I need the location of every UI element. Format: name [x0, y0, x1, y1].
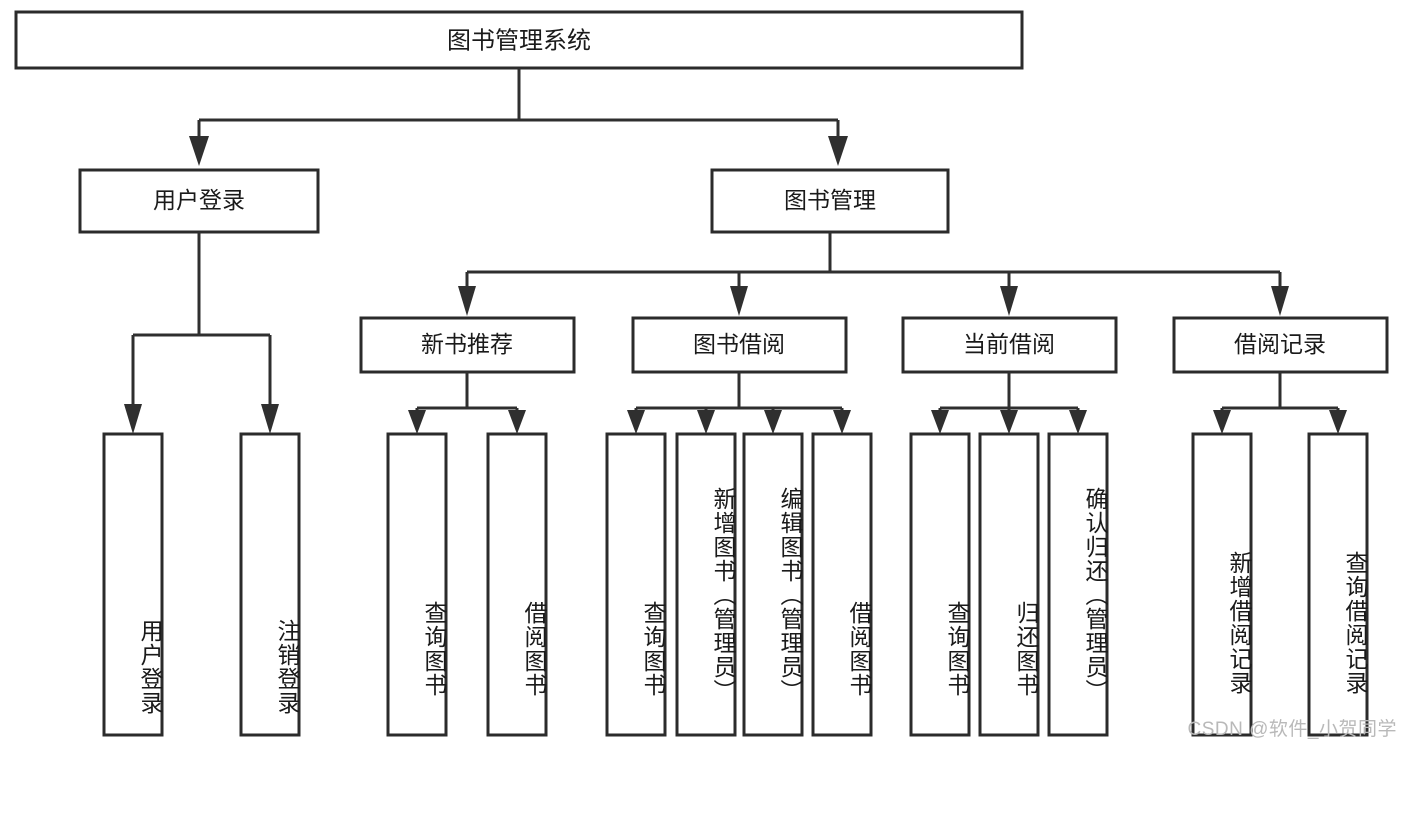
node-user-login-label: 用户登录 [153, 187, 245, 213]
node-current-borrow-box[interactable] [901, 316, 1118, 374]
leaf-box-query-book-2[interactable] [605, 432, 667, 737]
leaf-box-borrow-book-2[interactable] [811, 432, 873, 737]
node-borrow-record-label: 借阅记录 [1234, 331, 1326, 357]
arrow-head-leaf-borrow-book-1 [508, 410, 526, 434]
leaf-box-borrow-book-1[interactable] [486, 432, 548, 737]
node-root[interactable]: 图书管理系统 [14, 10, 1024, 70]
leaf-box-query-book-3[interactable] [909, 432, 971, 737]
leaf-box-edit-book[interactable] [742, 432, 804, 737]
arrow-head-leaf-query-book-3 [931, 410, 949, 434]
node-borrow-record-box[interactable] [1172, 316, 1389, 374]
leaf-box-confirm-return[interactable] [1047, 432, 1109, 737]
leaf-box-user-login[interactable] [102, 432, 164, 737]
node-user-login[interactable]: 用户登录 [78, 168, 320, 234]
node-book-borrow[interactable]: 图书借阅 [631, 316, 848, 374]
arrow-head-to-borrow-record [1271, 286, 1289, 316]
node-current-borrow[interactable]: 当前借阅 [901, 316, 1118, 374]
arrow-head-leaf-edit-book [764, 410, 782, 434]
arrow-head-to-user-login [189, 136, 209, 166]
leaf-box-add-borrow-record[interactable] [1191, 432, 1253, 737]
arrow-head-to-book-borrow [730, 286, 748, 316]
node-root-label: 图书管理系统 [447, 27, 591, 54]
node-new-book-recommend-label: 新书推荐 [421, 331, 513, 357]
diagram-canvas-root: 图书管理系统 用户登录 图书管理 [14, 10, 1397, 740]
node-new-book-recommend-box[interactable] [359, 316, 576, 374]
connector-new-book-recommend-to-leaves [408, 372, 526, 434]
leaf-box-add-book[interactable] [675, 432, 737, 737]
node-new-book-recommend[interactable]: 新书推荐 [359, 316, 576, 374]
node-book-manage-label: 图书管理 [784, 187, 876, 213]
node-book-manage-box[interactable] [710, 168, 950, 234]
node-root-box[interactable] [14, 10, 1024, 70]
arrow-head-leaf-add-book [697, 410, 715, 434]
connector-book-manage-to-level2 [458, 232, 1289, 316]
arrow-head-to-book-manage [828, 136, 848, 166]
node-book-borrow-label: 图书借阅 [693, 331, 785, 357]
leaf-box-user-logout[interactable] [239, 432, 301, 737]
arrow-head-leaf-add-borrow-record [1213, 410, 1231, 434]
leaf-box-query-book-1[interactable] [386, 432, 448, 737]
node-book-manage[interactable]: 图书管理 [710, 168, 950, 234]
arrow-head-leaf-borrow-book-2 [833, 410, 851, 434]
arrow-head-to-new-book-recommend [458, 286, 476, 316]
arrow-head-leaf-query-borrow-record [1329, 410, 1347, 434]
arrow-head-leaf-user-login [124, 404, 142, 434]
leaf-box-return-book[interactable] [978, 432, 1040, 737]
arrow-head-leaf-user-logout [261, 404, 279, 434]
arrow-head-leaf-return-book [1000, 410, 1018, 434]
node-borrow-record[interactable]: 借阅记录 [1172, 316, 1389, 374]
connector-user-login-to-leaves [124, 232, 279, 434]
arrow-head-leaf-query-book-2 [627, 410, 645, 434]
connector-borrow-record-to-leaves [1213, 372, 1347, 434]
csdn-watermark: CSDN @软件_小贺同学 [1187, 719, 1397, 740]
node-book-borrow-box[interactable] [631, 316, 848, 374]
connector-book-borrow-to-leaves [627, 372, 851, 434]
connector-root-to-level1 [189, 68, 848, 166]
node-current-borrow-label: 当前借阅 [963, 331, 1055, 357]
connector-current-borrow-to-leaves [931, 372, 1087, 434]
arrow-head-leaf-query-book-1 [408, 410, 426, 434]
arrow-head-to-current-borrow [1000, 286, 1018, 316]
leaf-box-query-borrow-record[interactable] [1307, 432, 1369, 737]
functional-structure-diagram: 图书管理系统 用户登录 图书管理 [14, 10, 1389, 737]
arrow-head-leaf-confirm-return [1069, 410, 1087, 434]
